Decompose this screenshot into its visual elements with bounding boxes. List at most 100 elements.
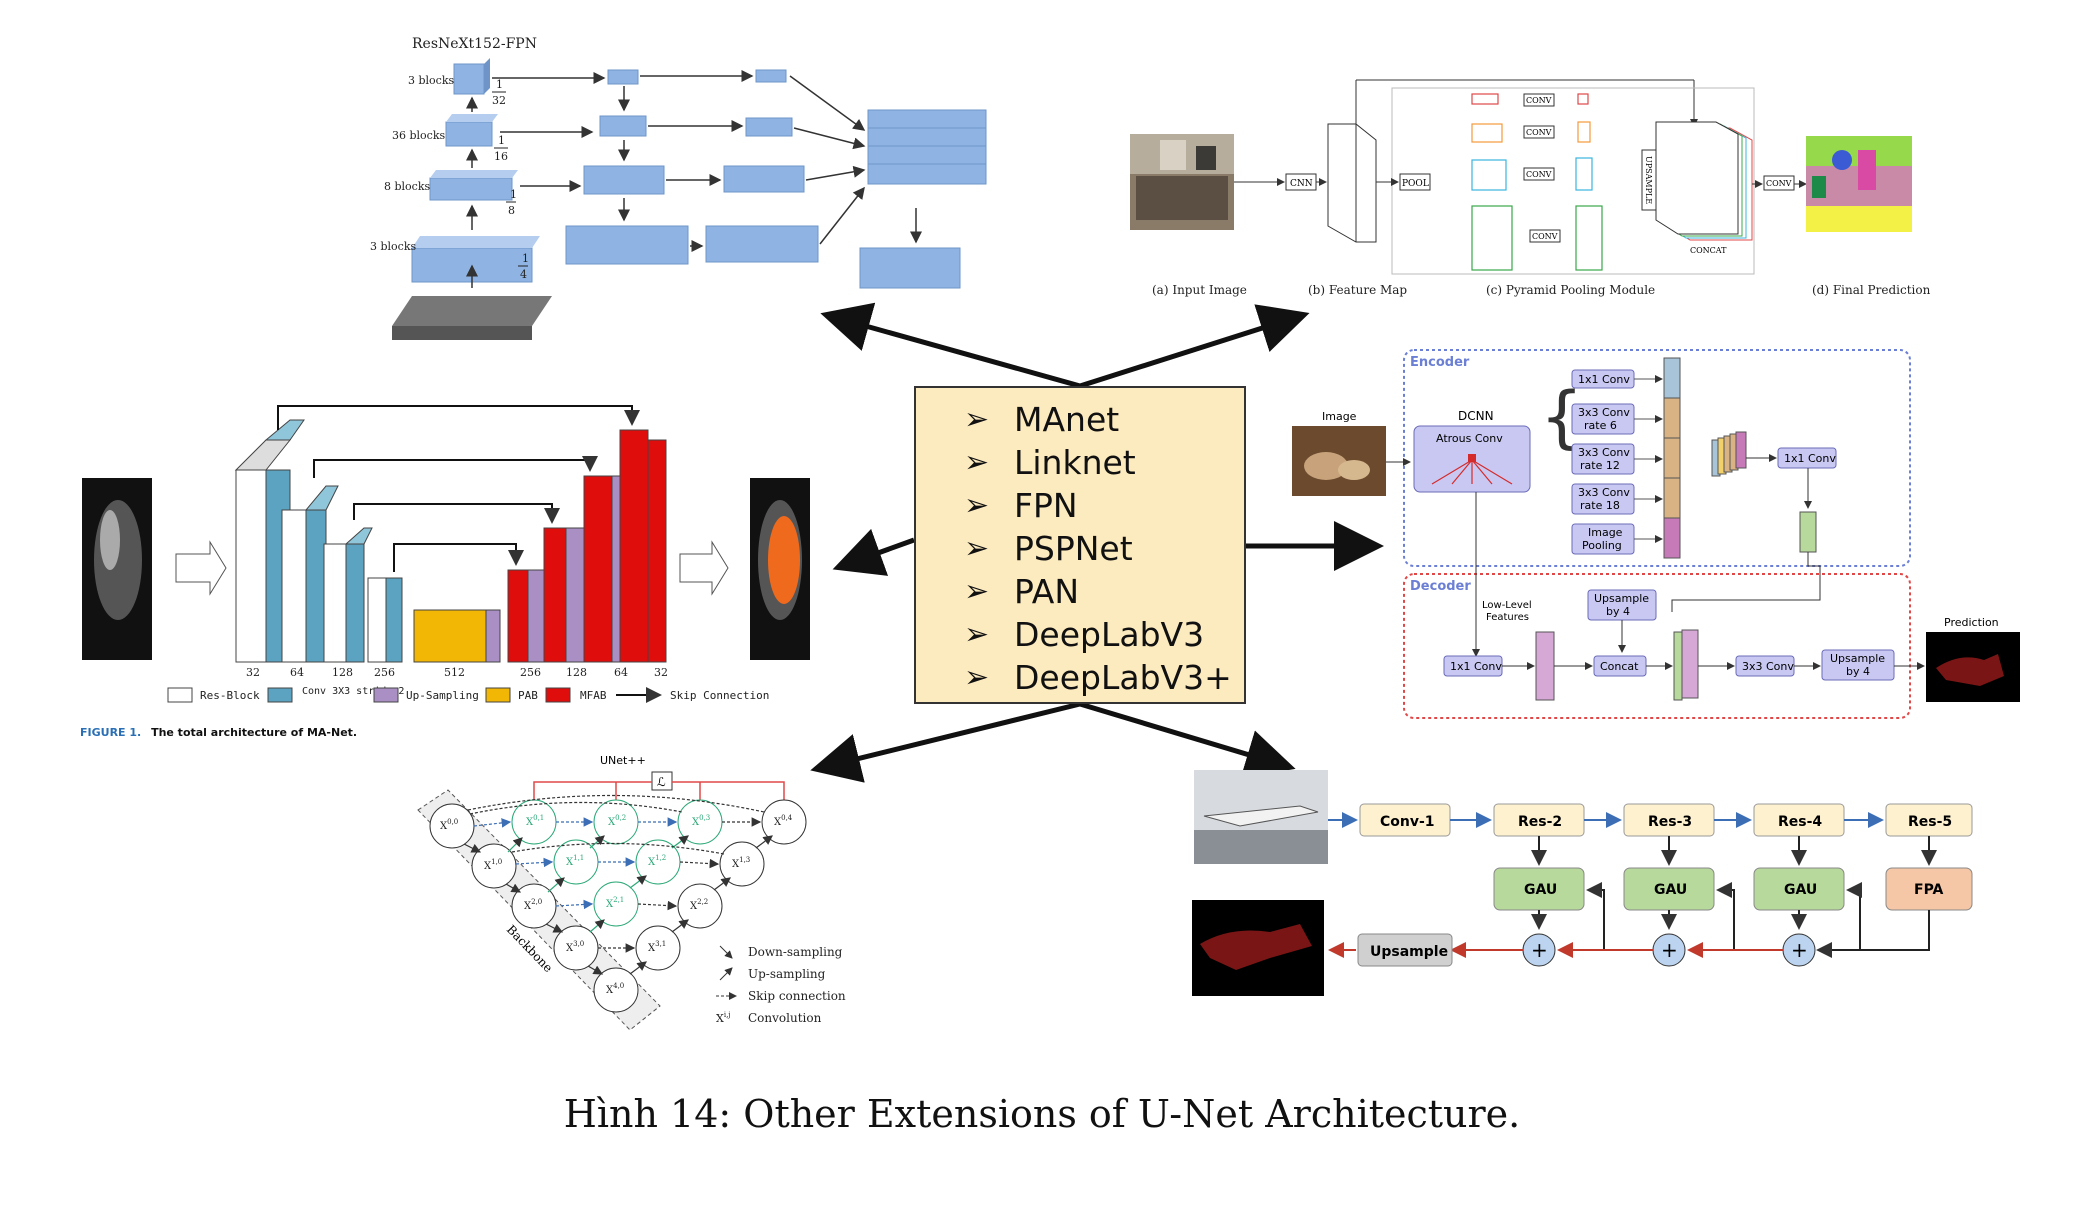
manet-legend-label: Up-Sampling — [406, 689, 479, 702]
arrow-bullet-icon: ➢ — [964, 660, 990, 695]
pspnet-diagram: CNN POOL CONV CONV CONV — [1130, 79, 1931, 297]
fpn-frac-den: 16 — [494, 150, 508, 163]
deeplab-upsample2-label: Upsample — [1830, 652, 1885, 665]
psp-conv-label: CONV — [1766, 179, 1792, 188]
list-item-label: FPN — [1014, 486, 1078, 525]
list-item: ➢Linknet — [964, 441, 1244, 484]
unetpp-legend-label: Down-sampling — [748, 945, 843, 959]
pan-gau-label: GAU — [1524, 882, 1557, 898]
pan-plus-nodes: + + + — [1522, 933, 1816, 967]
fpn-frac-num: 1 — [498, 134, 505, 147]
unetpp-edges — [463, 794, 773, 975]
deeplab-branch-label: rate 6 — [1584, 419, 1617, 432]
list-item-label: PAN — [1014, 572, 1080, 611]
deeplab-input-image — [1292, 426, 1386, 496]
unetpp-legend: Down-sampling Up-sampling Skip connectio… — [716, 945, 846, 1025]
fpn-frac-den: 32 — [492, 94, 506, 107]
arrow-bullet-icon: ➢ — [964, 574, 990, 609]
manet-channel: 512 — [444, 666, 465, 679]
fpn-diagram: ResNeXt152-FPN 3 blocks 36 blocks 8 bloc… — [370, 36, 987, 340]
psp-caption: (a) Input Image — [1152, 283, 1247, 297]
manet-figure-label: FIGURE 1. The total architecture of MA-N… — [80, 726, 357, 739]
fpn-frac-num: 1 — [496, 78, 503, 91]
list-item: ➢PSPNet — [964, 527, 1244, 570]
deeplab-conv3x3-label: 3x3 Conv — [1742, 660, 1794, 673]
deeplab-branch-label: Pooling — [1582, 539, 1622, 552]
fpn-frac-den: 4 — [520, 268, 527, 281]
psp-upsample-label: UPSAMPLE — [1644, 156, 1653, 204]
deeplab-upsample-label: Upsample — [1594, 592, 1649, 605]
psp-upsample: UPSAMPLE — [1641, 149, 1657, 211]
unetpp-diagram: UNet++ ℒ Backbone — [417, 754, 846, 1031]
psp-final-prediction — [1806, 136, 1912, 232]
deeplab-branch-features — [1634, 357, 1681, 559]
manet-legend-label: PAB — [518, 689, 538, 702]
arrow-bullet-icon: ➢ — [964, 445, 990, 480]
fpn-frac-num: 1 — [522, 252, 529, 265]
unetpp-loss-box — [651, 771, 673, 791]
list-item-label: MAnet — [1014, 400, 1120, 439]
arrow-to-pspnet — [1079, 304, 1310, 389]
list-item: ➢ FPN — [964, 484, 1244, 527]
deeplab-prediction-image — [1926, 632, 2020, 702]
arrow-to-pan — [1079, 701, 1296, 779]
manet-figure-text: The total architecture of MA-Net. — [151, 726, 357, 739]
figure-caption: Hình 14: Other Extensions of U-Net Archi… — [563, 1092, 1521, 1136]
pan-block-label: Res-4 — [1778, 814, 1822, 830]
psp-caption: (b) Feature Map — [1308, 283, 1407, 297]
psp-feature-map — [1327, 123, 1377, 243]
pan-block-label: Res-5 — [1908, 814, 1952, 830]
fpn-fractions: 1 32 1 16 1 8 1 4 — [492, 78, 529, 281]
deeplab-lowlevel-label: Low-Level — [1482, 600, 1532, 611]
psp-conv-label: CONV — [1526, 170, 1552, 179]
deeplab-concat-stack — [1711, 431, 1747, 477]
deeplab-lowlevel-label: Features — [1486, 612, 1529, 623]
psp-conv-label: CONV — [1526, 96, 1552, 105]
manet-output-image — [750, 478, 810, 660]
psp-conv-label: CONV — [1532, 232, 1558, 241]
list-item: ➢ PAN — [964, 570, 1244, 613]
deeplab-upsample2-label: by 4 — [1846, 665, 1870, 678]
fpn-blocks-label: 8 blocks — [384, 180, 431, 193]
psp-input-image — [1130, 134, 1234, 230]
manet-decoder — [507, 429, 667, 663]
deeplab-concat-label: Concat — [1600, 660, 1639, 673]
arrow-to-manet — [832, 528, 915, 576]
fpn-title: ResNeXt152-FPN — [412, 36, 537, 52]
manet-legend-label: Res-Block — [200, 689, 260, 702]
unetpp-loss: ℒ — [657, 775, 666, 789]
fpn-pyramid-blocks — [565, 69, 987, 289]
pan-block-label: Res-2 — [1518, 814, 1562, 830]
psp-concat-stack — [1655, 121, 1753, 241]
pan-diagram: Conv-1 Res-2 Res-3 Res-4 Res-5 GAU GAU G… — [1192, 770, 1973, 996]
unetpp-legend-symbol: Xi,j — [716, 1011, 730, 1025]
pan-gau-blocks: GAU GAU GAU FPA — [1493, 867, 1973, 911]
pan-block-label: Res-3 — [1648, 814, 1692, 830]
fpn-blocks-label: 36 blocks — [392, 129, 446, 142]
pan-plus: + — [1791, 938, 1808, 962]
unetpp-legend-label: Skip connection — [748, 989, 846, 1003]
list-item-label: DeepLabV3 — [1014, 615, 1205, 654]
manet-channel: 256 — [374, 666, 395, 679]
arrow-bullet-icon: ➢ — [964, 488, 990, 523]
deeplab-branch-label: 3x3 Conv — [1578, 446, 1630, 459]
fpn-blocks-label: 3 blocks — [408, 74, 455, 87]
architecture-list: ➢MAnet ➢Linknet ➢FPN ➢PSPNet ➢PAN ➢DeepL… — [916, 388, 1244, 699]
deeplab-upsample-label: by 4 — [1606, 605, 1630, 618]
arrow-to-unetpp — [810, 701, 1081, 783]
list-item: ➢DeepLabV3 — [964, 613, 1244, 656]
fpn-frac-den: 8 — [508, 204, 515, 217]
pan-plus: + — [1661, 938, 1678, 962]
deeplab-dcnn-label: DCNN — [1458, 409, 1494, 423]
unetpp-title: UNet++ — [600, 754, 646, 767]
psp-captions: (a) Input Image (b) Feature Map (c) Pyra… — [1152, 283, 1931, 297]
manet-output-arrow — [679, 540, 729, 596]
manet-legend-label: Skip Connection — [670, 689, 769, 702]
manet-channel: 64 — [290, 666, 304, 679]
manet-figure-number: FIGURE 1. — [80, 726, 141, 739]
pan-gau-label: GAU — [1784, 882, 1817, 898]
manet-input-arrow — [175, 540, 227, 596]
manet-bottleneck — [413, 609, 501, 663]
unetpp-legend-label: Up-sampling — [748, 967, 826, 981]
